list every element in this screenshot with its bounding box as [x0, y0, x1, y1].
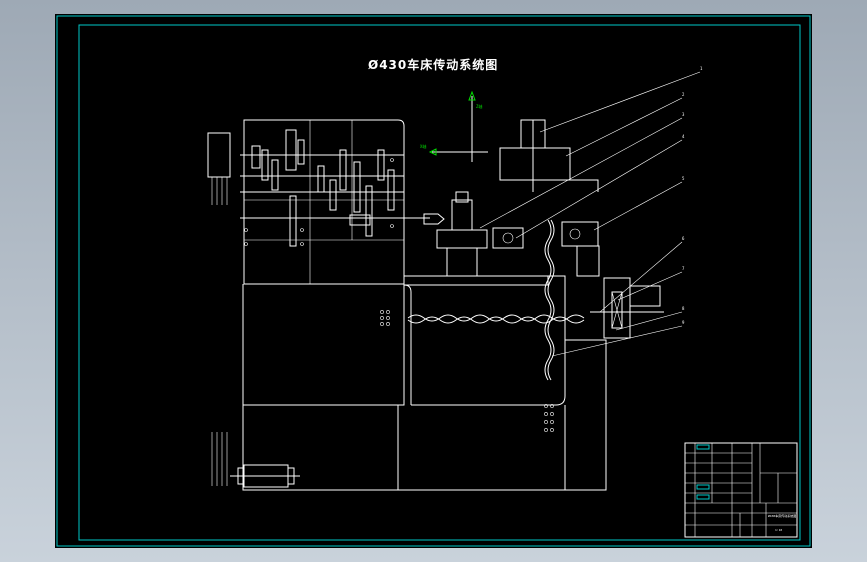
leader-number-7: 7 — [682, 266, 685, 271]
title-block-scale: 1:10 — [775, 528, 782, 532]
leader-number-6: 6 — [682, 236, 685, 241]
title-block: Ø430车床传动系统图 1:10 — [684, 442, 798, 538]
lathe-bed — [211, 219, 607, 491]
tool-post-assembly — [436, 119, 664, 339]
leader-number-4: 4 — [682, 134, 685, 139]
drawing-title: Ø430车床传动系统图 — [368, 58, 499, 72]
leader-number-8: 8 — [682, 306, 685, 311]
coordinate-axes: Z轴 X轴 — [420, 90, 488, 162]
headstock-gearbox — [207, 119, 445, 285]
leader-number-1: 1 — [700, 66, 703, 71]
leader-number-5: 5 — [682, 176, 685, 181]
leader-lines: 1 2 3 4 5 6 7 8 9 — [479, 66, 703, 357]
axis-label-x: X轴 — [420, 143, 426, 149]
leader-number-3: 3 — [682, 112, 685, 117]
inner-frame — [78, 24, 801, 541]
title-block-drawing-name: Ø430车床传动系统图 — [768, 513, 796, 518]
leader-number-2: 2 — [682, 92, 685, 97]
outer-frame — [56, 15, 811, 547]
drawing-sheet — [55, 14, 812, 548]
leader-number-9: 9 — [682, 320, 685, 325]
axis-label-z: Z轴 — [476, 103, 482, 109]
